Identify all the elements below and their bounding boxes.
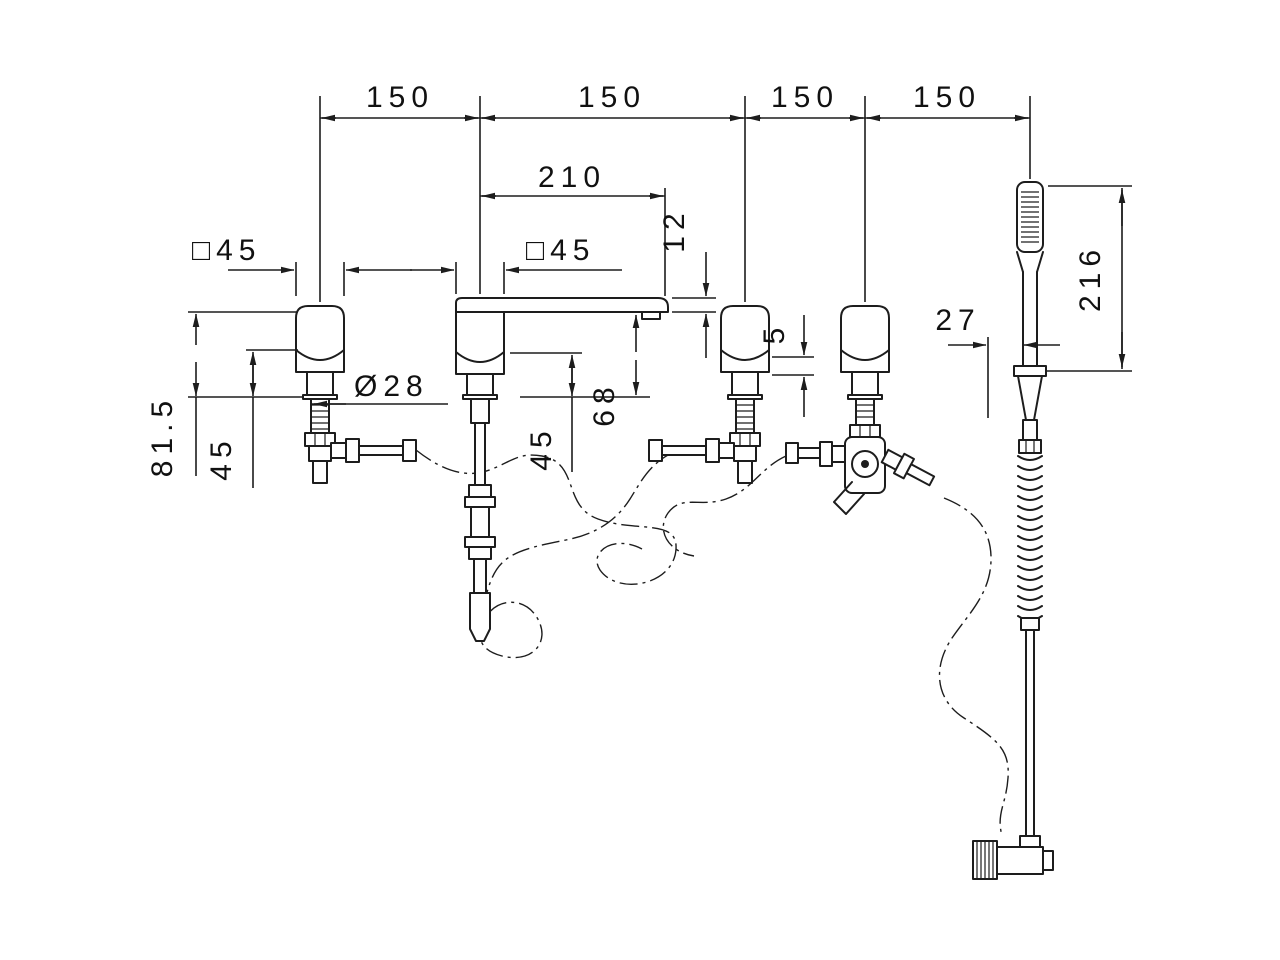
dim-label-sq45-left: □45	[192, 234, 262, 267]
dim-shower-offset-27: 27	[935, 304, 1060, 418]
dim-shower-height-216: 216	[1046, 185, 1132, 372]
dim-label-5: 5	[758, 322, 791, 345]
dim-label-210: 210	[538, 161, 606, 194]
dim-label-45-left: 45	[205, 435, 238, 480]
hose-union-body	[996, 846, 1044, 875]
dim-label-68: 68	[588, 381, 621, 426]
dim-label-27: 27	[935, 304, 980, 337]
handshower-hose	[1025, 629, 1035, 841]
handshower-spray-face	[1021, 191, 1039, 243]
handshower	[972, 181, 1054, 880]
dim-label-45-mid: 45	[525, 425, 558, 470]
spout-arm	[455, 297, 669, 313]
dim-label-sq45-mid: □45	[526, 234, 596, 267]
hose-left-handle	[415, 449, 677, 585]
handle-left-shank	[304, 398, 336, 484]
dim-total-81-5: 81.5	[146, 311, 302, 477]
diverter-left-fitting	[785, 441, 846, 467]
dim-top-chain: 150 150 150 150	[319, 81, 1031, 302]
dim-label-12: 12	[658, 207, 691, 252]
dim-square45-left: □45	[192, 234, 412, 296]
dim-spout-height-68: 68	[520, 314, 650, 427]
dim-label-150-1: 150	[366, 81, 434, 114]
diverter-right-fitting	[880, 448, 936, 487]
handle-right-hose-fitting	[648, 438, 735, 463]
dim-step-5: 5	[758, 315, 814, 417]
spout-tailpipe-end	[469, 592, 491, 642]
diverter	[785, 305, 936, 515]
diverter-body	[840, 305, 890, 400]
handle-right-body	[720, 305, 770, 400]
spout-body	[455, 311, 505, 375]
spout	[455, 297, 669, 642]
diverter-lower-pipe	[833, 481, 865, 515]
dim-label-150-4: 150	[913, 81, 981, 114]
handle-right	[648, 305, 770, 484]
handle-right-shank	[729, 398, 761, 484]
dim-label-dia28: Ø28	[354, 370, 429, 403]
dim-label-150-3: 150	[771, 81, 839, 114]
dim-body45-left: 45	[205, 349, 298, 488]
dim-shank-diameter: Ø28	[312, 370, 448, 408]
flexible-hoses	[415, 449, 1009, 837]
hose-right-handle	[478, 449, 679, 659]
dim-body45-mid: 45	[510, 352, 582, 472]
dim-spout-tip-12: 12	[658, 207, 716, 358]
hose-diverter-left	[662, 455, 787, 557]
handle-left-body	[295, 305, 345, 400]
handle-left-hose-fitting	[330, 438, 417, 463]
hose-diverter-to-shower	[938, 497, 1009, 837]
dim-label-216: 216	[1074, 244, 1107, 312]
dim-label-150-2: 150	[578, 81, 646, 114]
handshower-hose-spring	[1017, 455, 1043, 621]
spout-aerator	[641, 311, 661, 320]
handshower-handle	[1022, 271, 1038, 367]
dim-spout-reach: 210	[480, 161, 666, 296]
dim-label-81-5: 81.5	[146, 395, 179, 477]
dim-square45-mid: □45	[410, 234, 622, 294]
